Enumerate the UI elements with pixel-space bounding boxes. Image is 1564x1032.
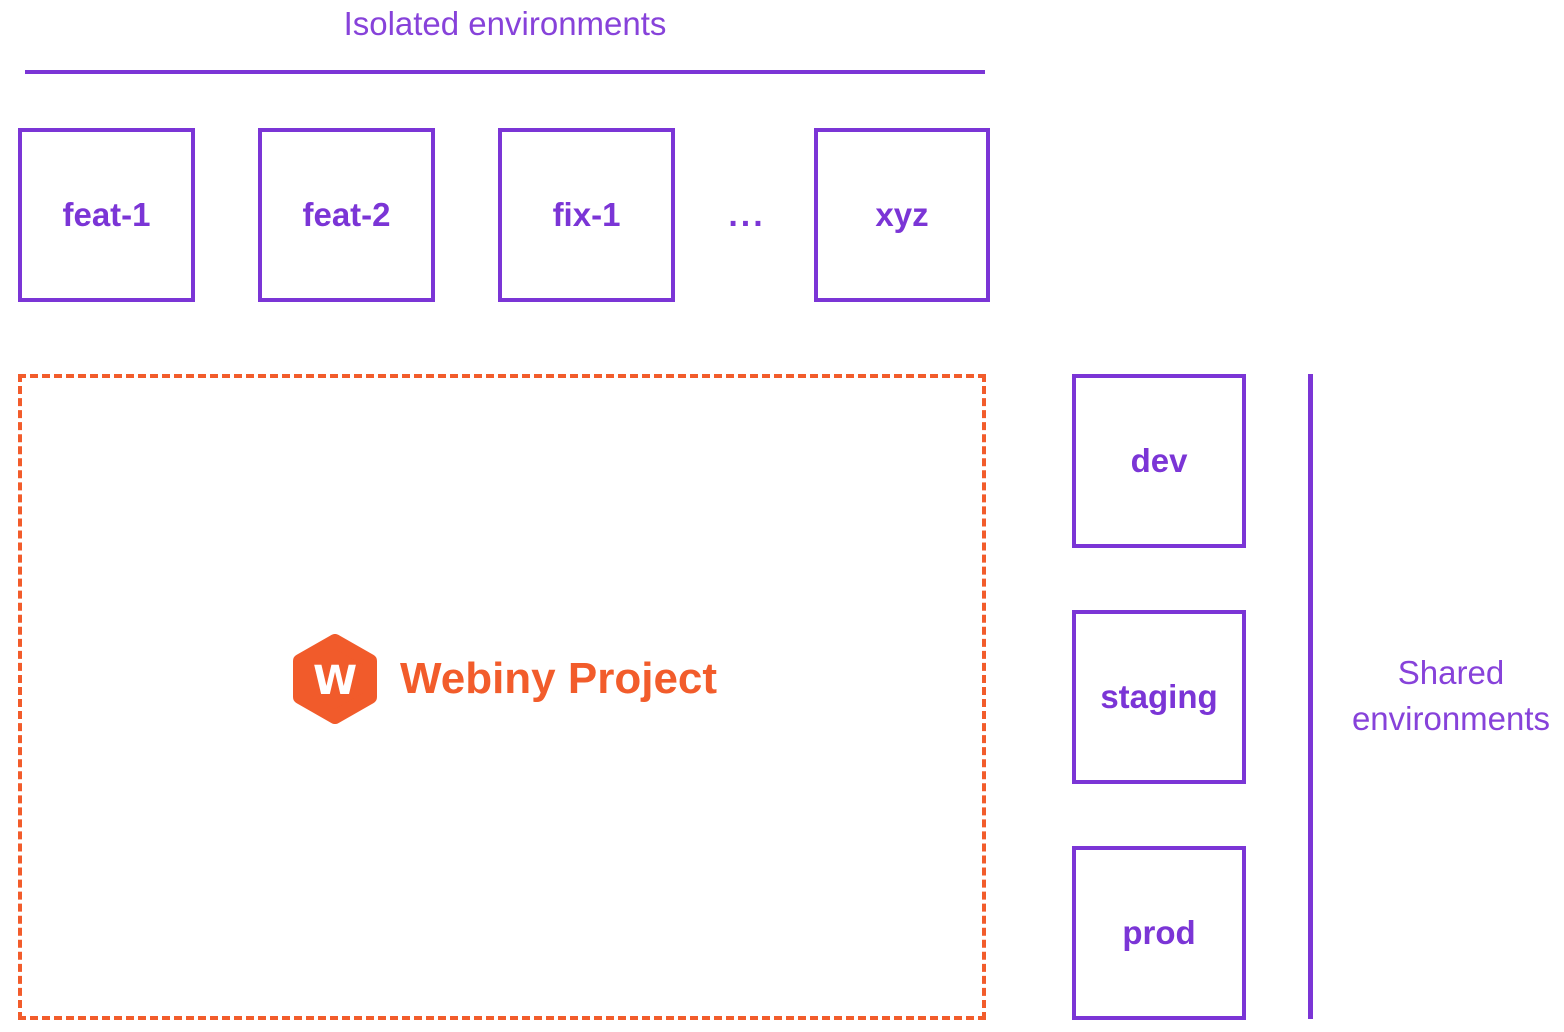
env-box-label: feat-1 [62,196,151,233]
env-box-label: staging [1100,678,1218,715]
env-box-fix-1: fix-1 [498,128,675,302]
webiny-project-frame [18,374,986,1020]
env-box-feat-2: feat-2 [258,128,435,302]
env-box-staging: staging [1072,610,1246,784]
webiny-logo-icon: W [293,634,377,724]
env-box-xyz: xyz [814,128,990,302]
env-box-label: prod [1122,914,1196,951]
isolated-environments-title: Isolated environments [343,5,667,42]
isolated-environments-underline [25,70,985,74]
webiny-logo-letter: W [313,658,357,704]
shared-environments-divider [1308,374,1313,1019]
env-box-label: dev [1130,442,1188,479]
env-box-label: feat-2 [302,196,391,233]
env-box-label: xyz [875,196,929,233]
more-environments-ellipsis: ... [728,195,766,234]
shared-environments-title: Shared environments [1351,654,1551,737]
env-box-dev: dev [1072,374,1246,548]
webiny-project-label: Webiny Project [400,654,718,703]
env-box-prod: prod [1072,846,1246,1020]
env-box-feat-1: feat-1 [18,128,195,302]
env-box-label: fix-1 [552,196,621,233]
webiny-brand: W Webiny Project [293,634,717,724]
